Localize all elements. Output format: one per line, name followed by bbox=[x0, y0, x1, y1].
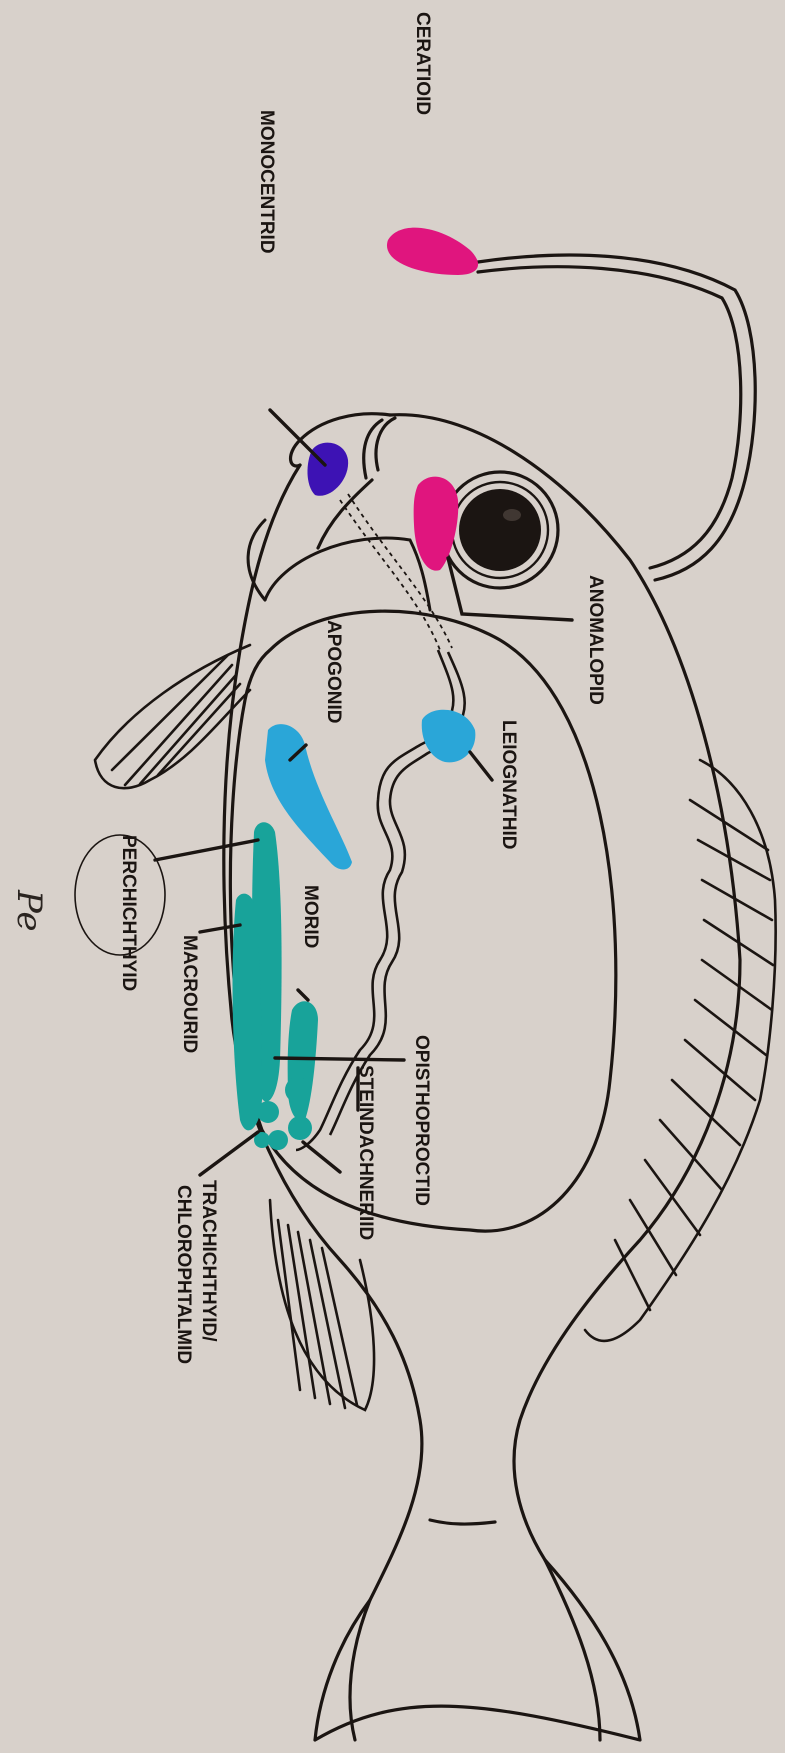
label-chlorophtalmid: CHLOROPHTALMID bbox=[173, 1185, 194, 1364]
trachichthyid-organ-1 bbox=[257, 1101, 279, 1123]
fish-eye bbox=[442, 472, 558, 588]
leader-opisthoproctid bbox=[275, 1058, 404, 1060]
opisthoproctid-organ bbox=[285, 1077, 311, 1103]
label-macrourid: MACROURID bbox=[179, 935, 200, 1053]
steindachneriid-organ bbox=[288, 1116, 312, 1140]
label-opisthoproctid: OPISTHOPROCTID bbox=[411, 1035, 432, 1206]
label-morid: MORID bbox=[300, 885, 321, 948]
trachichthyid-organ-2 bbox=[268, 1130, 288, 1150]
handwritten-note: Pe bbox=[9, 889, 49, 931]
label-ceratioid: CERATIOID bbox=[412, 12, 433, 115]
label-anomalopid: ANOMALOPID bbox=[585, 575, 606, 705]
label-steindachneriid: STEINDACHNERIID bbox=[355, 1065, 376, 1240]
label-monocentrid: MONOCENTRID bbox=[256, 110, 277, 254]
label-trachichthyid: TRACHICHTHYID/ bbox=[198, 1180, 219, 1342]
label-perchichthyid: PERCHICHTHYID bbox=[118, 835, 139, 991]
label-apogonid: APOGONID bbox=[323, 620, 344, 723]
label-leiognathid: LEIOGNATHID bbox=[498, 720, 519, 849]
